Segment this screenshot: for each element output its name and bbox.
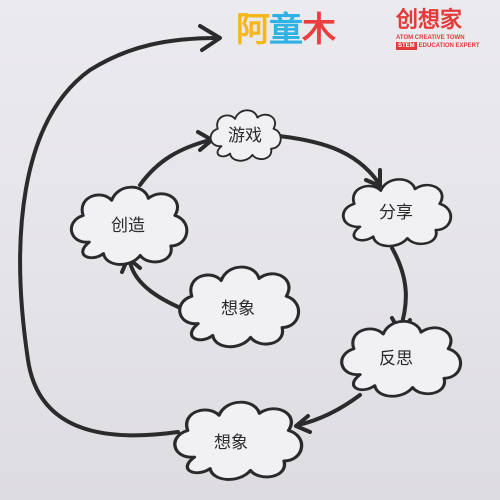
logo-char-1: 阿: [236, 10, 270, 50]
outer-loop-arrowhead: [198, 24, 222, 52]
arrow-play-to-share: [268, 133, 380, 184]
node-play-label: 游戏: [228, 126, 262, 146]
node-share: 分享: [341, 177, 453, 248]
node-play: 游戏: [209, 109, 282, 162]
node-imagine-center: 想象: [178, 265, 301, 349]
node-imagine-bottom-label: 想象: [214, 433, 248, 453]
logo-char-2: 童: [269, 10, 303, 50]
node-reflect-label: 反思: [379, 349, 413, 369]
arrow-create-to-play: [138, 138, 212, 187]
arrow-reflect-to-imagine: [296, 393, 362, 427]
logo-subtitle-line1: ATOM CREATIVE TOWN: [396, 35, 465, 41]
node-create-label: 创造: [111, 216, 145, 236]
arrow-reflect-to-imagine-head: [294, 414, 312, 434]
logo-subtitle-text: EDUCATION EXPERT: [418, 43, 480, 49]
node-share-label: 分享: [379, 203, 413, 223]
arrow-play-to-share-head: [364, 168, 382, 188]
logo-brand-name: 创想家: [396, 8, 463, 33]
node-imagine-center-label: 想象: [221, 299, 255, 319]
outer-loop-arrow: [18, 36, 220, 438]
node-imagine-bottom: 想象: [173, 400, 304, 482]
node-reflect: 反思: [340, 319, 463, 398]
logo-char-3: 木: [302, 10, 336, 50]
node-create: 创造: [69, 185, 189, 267]
logo-characters: 阿童木: [236, 10, 336, 50]
logo-stem-tag: STEM: [396, 42, 417, 50]
